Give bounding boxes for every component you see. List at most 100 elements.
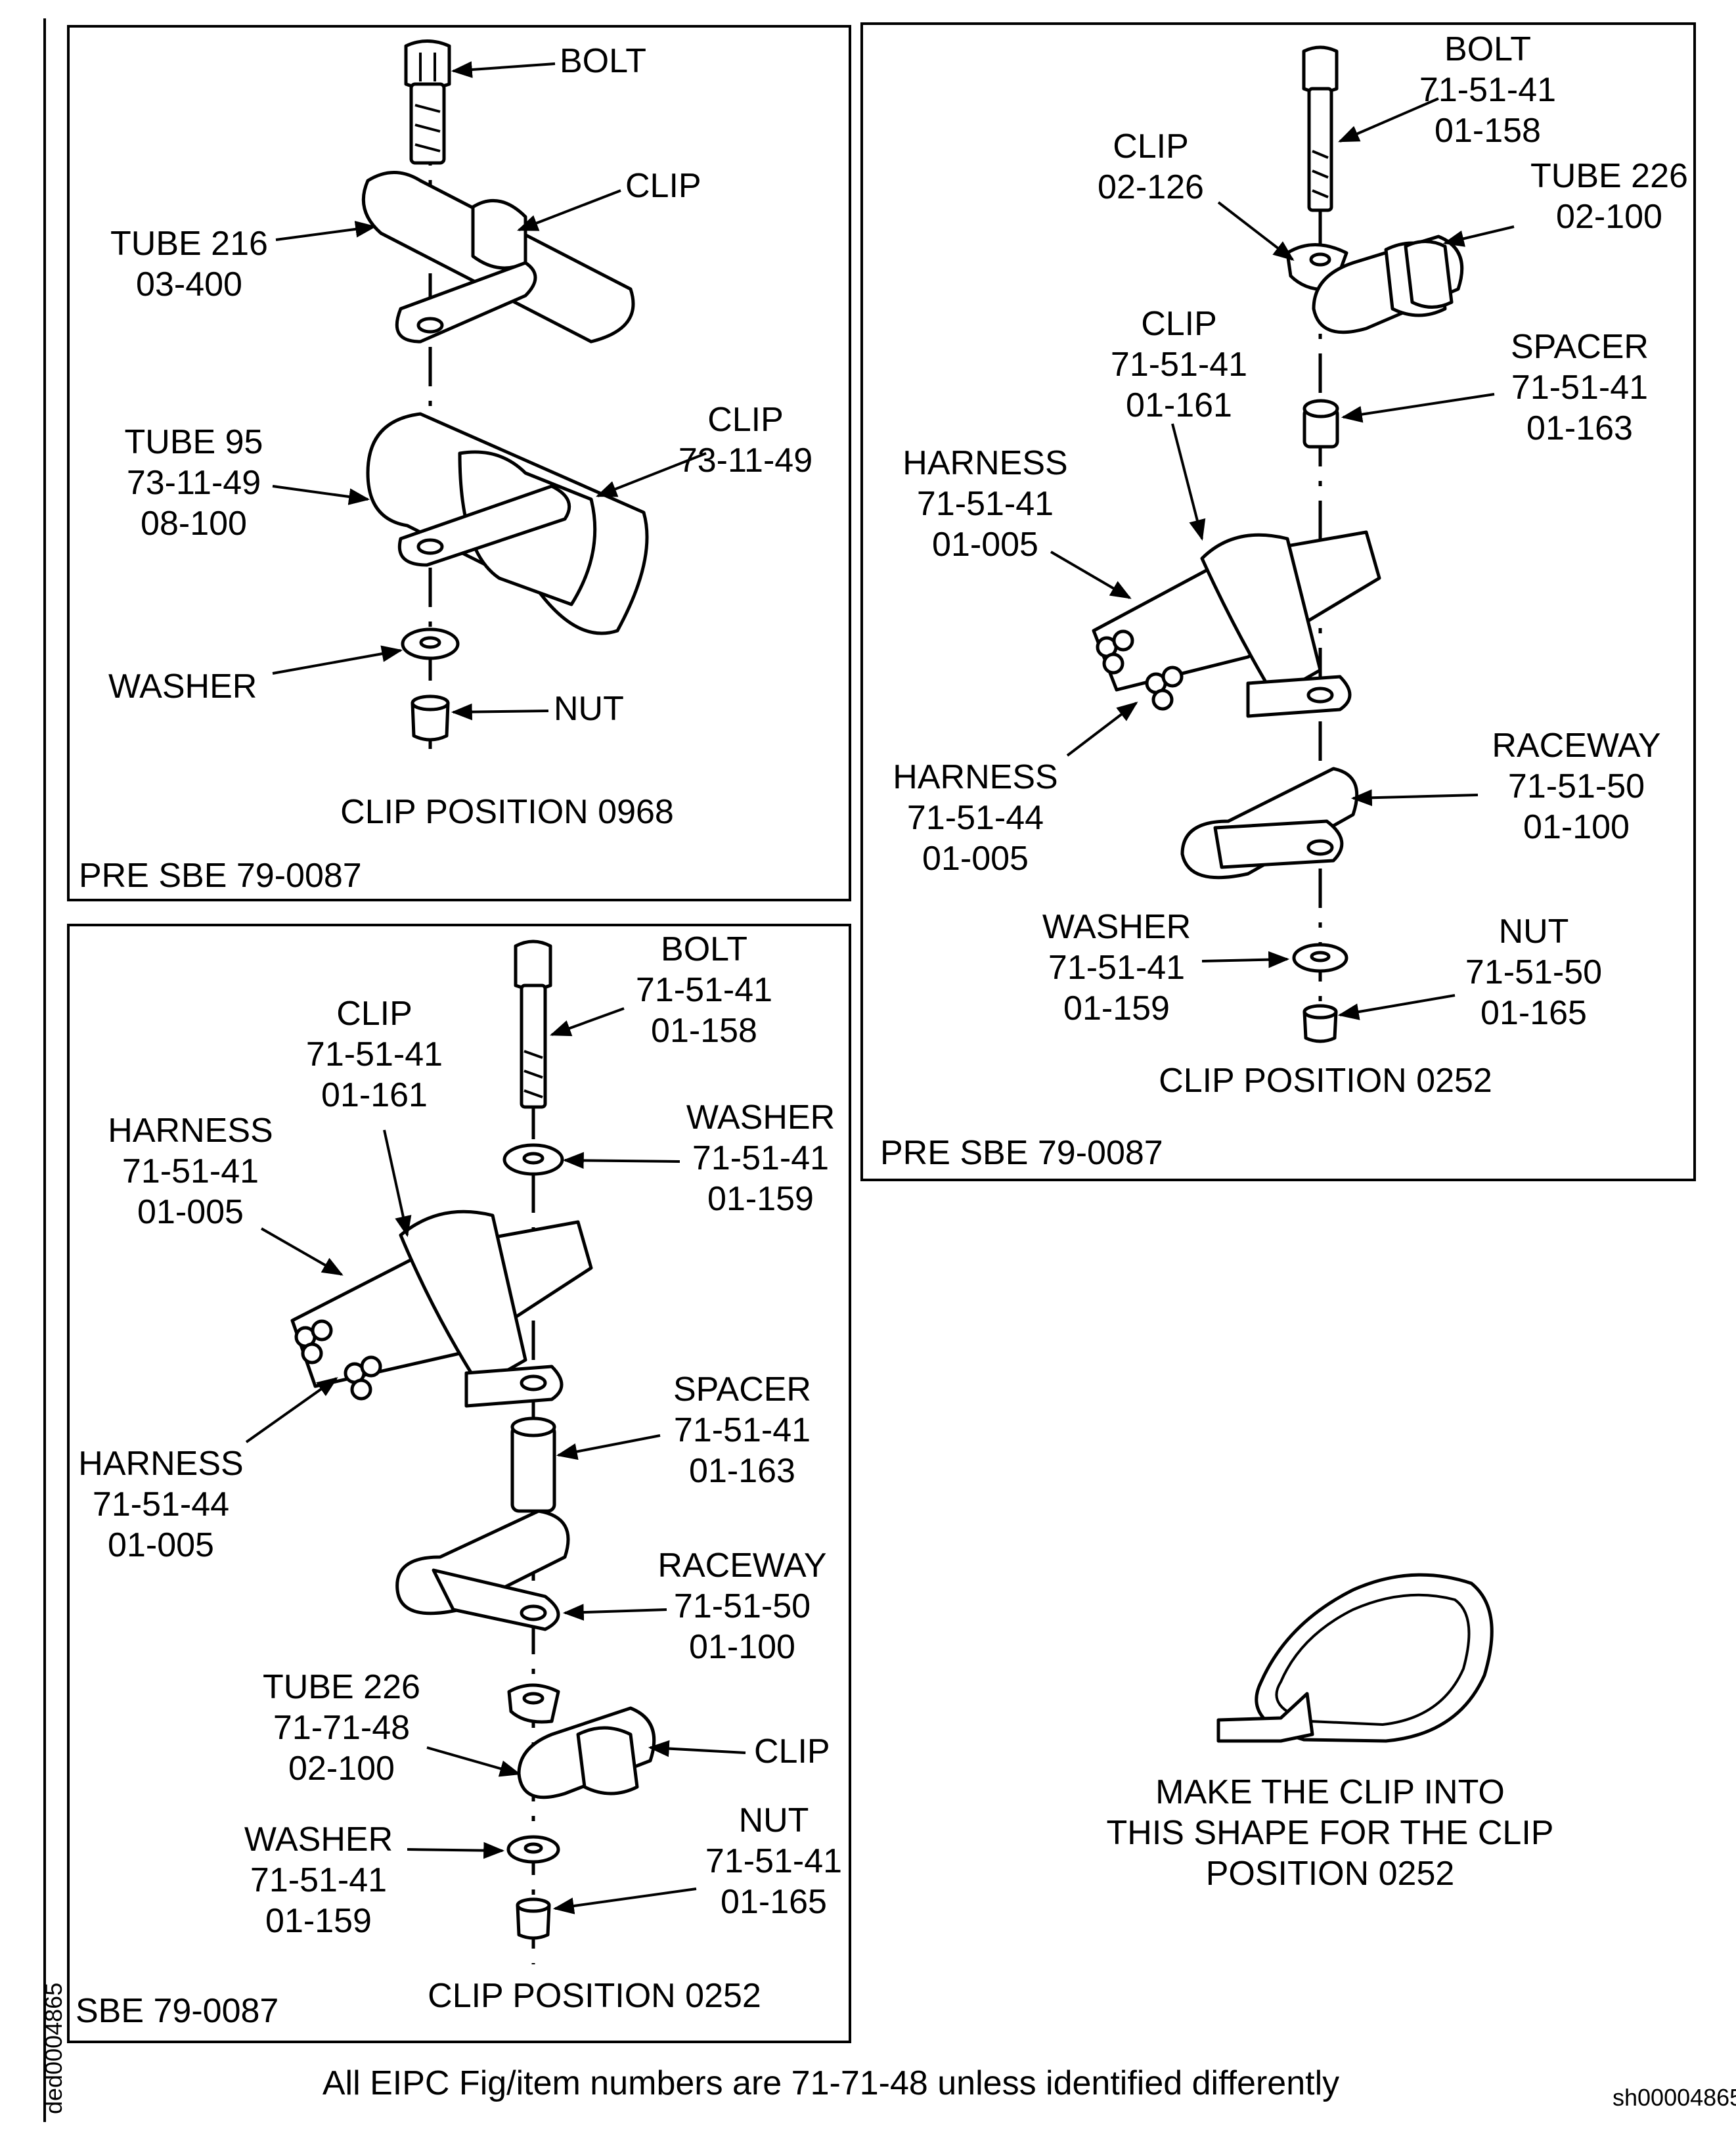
label-clip-02-name: CLIP — [1113, 127, 1189, 166]
leader-washer-b — [407, 1842, 505, 1859]
bolt-part — [514, 939, 552, 1109]
label-tube-95-fig: 73-11-49 — [127, 464, 261, 502]
label-raceway-fig: 71-51-50 — [1508, 767, 1645, 805]
label-bolt: BOLT — [560, 42, 646, 80]
panel-frame — [67, 25, 851, 901]
leader-washer-a — [562, 1152, 680, 1169]
label-washer-fig: 71-51-41 — [1048, 949, 1185, 987]
label-harness-a-item: 01-005 — [932, 526, 1038, 564]
leader-bolt — [1338, 97, 1439, 143]
washer-part — [506, 1835, 560, 1864]
label-nut-name: NUT — [739, 1801, 809, 1840]
label-harness-b-name: HARNESS — [893, 758, 1057, 796]
label-tube-95-item: 08-100 — [141, 505, 247, 543]
washer-part — [401, 627, 460, 660]
label-washer-b-name: WASHER — [244, 1820, 393, 1859]
label-raceway-name: RACEWAY — [1492, 727, 1660, 765]
spacer-part — [1302, 399, 1339, 449]
leader-clip-01-161 — [1171, 423, 1206, 541]
label-spacer-item: 01-163 — [689, 1452, 795, 1490]
label-raceway-fig: 71-51-50 — [674, 1587, 811, 1625]
caption-clip-position: CLIP POSITION 0252 — [1159, 1062, 1492, 1100]
panel-clip-position-0252-sbe: BOLT 71-51-41 01-158 CLIP 71-51-41 01-16… — [67, 924, 851, 2043]
label-harness-a-fig: 71-51-41 — [917, 485, 1054, 523]
label-spacer-fig: 71-51-41 — [1511, 369, 1648, 407]
label-bolt-name: BOLT — [1444, 30, 1531, 68]
label-spacer-fig: 71-51-41 — [674, 1411, 811, 1449]
leader-harness-a — [261, 1227, 344, 1276]
label-clip-fig: 71-51-41 — [306, 1035, 443, 1074]
label-bolt-name: BOLT — [661, 930, 747, 968]
label-washer-item: 01-159 — [1063, 989, 1170, 1028]
leader-clip — [517, 189, 621, 231]
raceway-part — [395, 1509, 570, 1631]
caption-clip-position: CLIP POSITION 0252 — [428, 1977, 761, 2015]
leader-nut — [1337, 994, 1456, 1020]
label-harness-b-fig: 71-51-44 — [907, 799, 1044, 837]
leader-spacer — [556, 1434, 661, 1460]
label-tube-216-item: 03-400 — [136, 265, 242, 304]
panel-clip-position-0968: BOLT CLIP TUBE 216 03-400 CLIP 73-11-49 … — [67, 25, 851, 901]
label-tube-226-item: 02-100 — [1556, 198, 1662, 236]
label-harness-a-item: 01-005 — [137, 1193, 244, 1231]
label-tube-226-fig: 71-71-48 — [273, 1709, 410, 1747]
label-bolt-fig: 71-51-41 — [1419, 71, 1556, 109]
label-clip-name: CLIP — [336, 995, 412, 1033]
side-id: ded0004865 — [40, 1983, 67, 2114]
label-tube-95-name: TUBE 95 — [125, 423, 263, 461]
label-harness-b-item: 01-005 — [108, 1526, 214, 1564]
leader-raceway — [562, 1604, 667, 1621]
panel-frame — [67, 924, 851, 2043]
label-clip: CLIP — [625, 167, 701, 205]
label-nut-item: 01-165 — [1480, 994, 1587, 1032]
label-nut-fig: 71-51-41 — [705, 1842, 842, 1880]
nut-part — [516, 1897, 551, 1940]
label-clip-73-name: CLIP — [707, 401, 784, 439]
raceway-part — [1180, 767, 1359, 880]
label-washer-b-fig: 71-51-41 — [250, 1861, 387, 1899]
leader-clip — [648, 1740, 746, 1757]
label-clip-73-fig: 73-11-49 — [679, 441, 812, 480]
bolt-part — [404, 39, 451, 165]
footer-note: All EIPC Fig/item numbers are 71-71-48 u… — [323, 2064, 1339, 2102]
leader-tube-95 — [272, 485, 370, 505]
leader-bolt — [451, 61, 556, 78]
tube-226-part — [1285, 235, 1464, 334]
shape-note-line-2: THIS SHAPE FOR THE CLIP — [1107, 1814, 1554, 1852]
sheet-id: sh00004865 — [1613, 2084, 1736, 2111]
config-label: PRE SBE 79-0087 — [79, 857, 362, 895]
label-nut-item: 01-165 — [721, 1883, 827, 1921]
panel-clip-position-0252-pre-sbe: BOLT 71-51-41 01-158 CLIP 02-126 TUBE 22… — [860, 22, 1696, 1181]
label-spacer-name: SPACER — [1511, 328, 1649, 366]
leader-clip-01-161 — [383, 1129, 412, 1238]
leader-raceway — [1350, 789, 1479, 807]
label-clip-b: CLIP — [754, 1732, 830, 1771]
tube-226-part — [507, 1683, 656, 1799]
leader-tube-216 — [275, 221, 377, 241]
leader-bolt — [549, 1007, 625, 1037]
label-spacer-name: SPACER — [673, 1370, 811, 1409]
label-washer-a-name: WASHER — [686, 1098, 835, 1137]
label-harness-a-name: HARNESS — [108, 1112, 273, 1150]
leader-harness-b — [245, 1377, 338, 1443]
nut-part — [1302, 1004, 1338, 1043]
label-washer-a-item: 01-159 — [707, 1180, 814, 1218]
leader-spacer — [1341, 393, 1495, 423]
label-raceway-item: 01-100 — [1523, 808, 1630, 846]
label-raceway-item: 01-100 — [689, 1628, 795, 1666]
clip-shape-illustration — [1216, 1573, 1494, 1743]
tube-216-part — [361, 171, 635, 344]
leader-nut — [552, 1887, 697, 1914]
label-raceway-name: RACEWAY — [657, 1547, 826, 1585]
tube-95-part — [366, 412, 649, 635]
label-bolt-fig: 71-51-41 — [636, 971, 772, 1009]
leader-harness-b — [1066, 702, 1138, 757]
label-washer: WASHER — [108, 667, 257, 706]
label-clip-item: 01-161 — [321, 1076, 428, 1114]
label-tube-216-name: TUBE 216 — [110, 225, 268, 263]
label-bolt-item: 01-158 — [1435, 112, 1541, 150]
label-clip-02-item: 02-126 — [1098, 168, 1204, 206]
label-washer-a-fig: 71-51-41 — [692, 1139, 829, 1177]
leader-clip-73 — [596, 452, 707, 497]
